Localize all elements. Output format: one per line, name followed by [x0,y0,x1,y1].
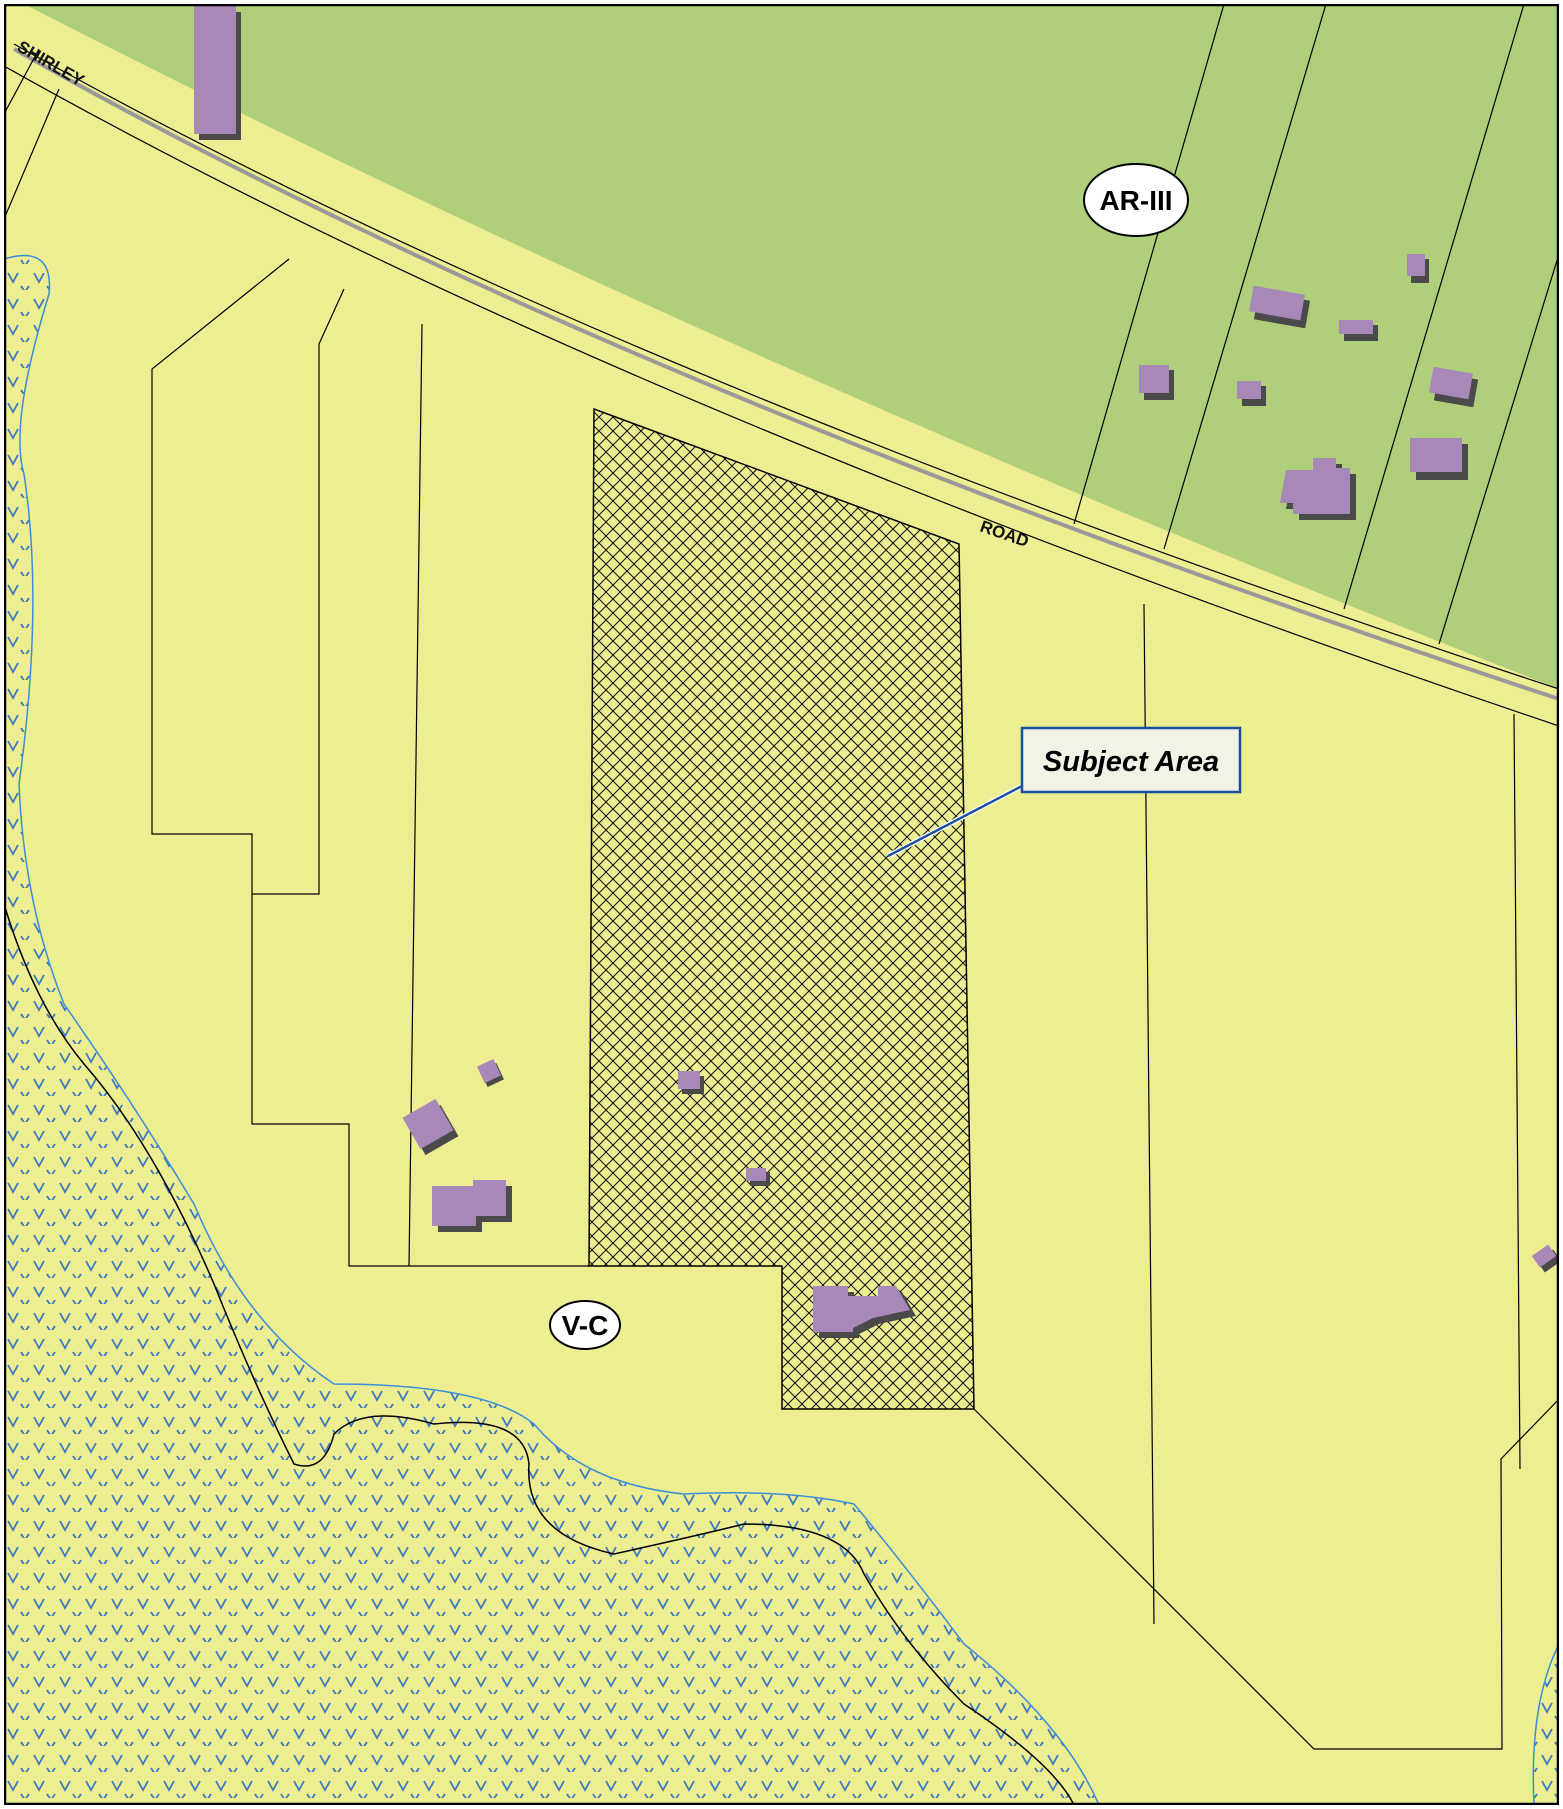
building [813,1286,910,1332]
callout-leader [887,784,1023,858]
building [1531,1244,1557,1268]
building [1237,381,1261,399]
wetland-area-west [4,254,1100,1805]
wetland-boundary-line [4,903,1075,1805]
road-side-lines [4,48,60,220]
building [194,6,236,134]
building [402,1098,454,1150]
building [1280,458,1350,514]
road-edge-north [13,43,1559,690]
road-edge-gray [13,47,1559,701]
building [1139,365,1169,393]
building [1339,320,1373,334]
building [1249,285,1305,321]
parcel-lines [151,4,1559,1750]
callout-label: Subject Area [1043,746,1219,778]
zone-label-v-c-text: V-C [562,1310,609,1341]
map-canvas: SHIRLEY ROAD AR-III V-C Subject Area [4,4,1559,1805]
building [1410,438,1462,472]
subject-area-callout: Subject Area [1020,726,1242,794]
building [746,1168,766,1181]
zone-label-ar-iii: AR-III [1083,163,1189,237]
subject-area-parcel [588,407,975,1410]
zone-label-v-c: V-C [549,1300,621,1350]
building [432,1180,506,1226]
road-edge-south [4,65,1559,727]
building [477,1059,501,1083]
building [678,1071,700,1089]
building [1407,254,1425,276]
buildings [194,6,1559,1338]
building [1429,366,1473,400]
zoning-map: SHIRLEY ROAD AR-III V-C Subject Area [4,4,1559,1805]
map-border [4,4,1559,1805]
zone-label-ar-iii-text: AR-III [1099,185,1172,216]
